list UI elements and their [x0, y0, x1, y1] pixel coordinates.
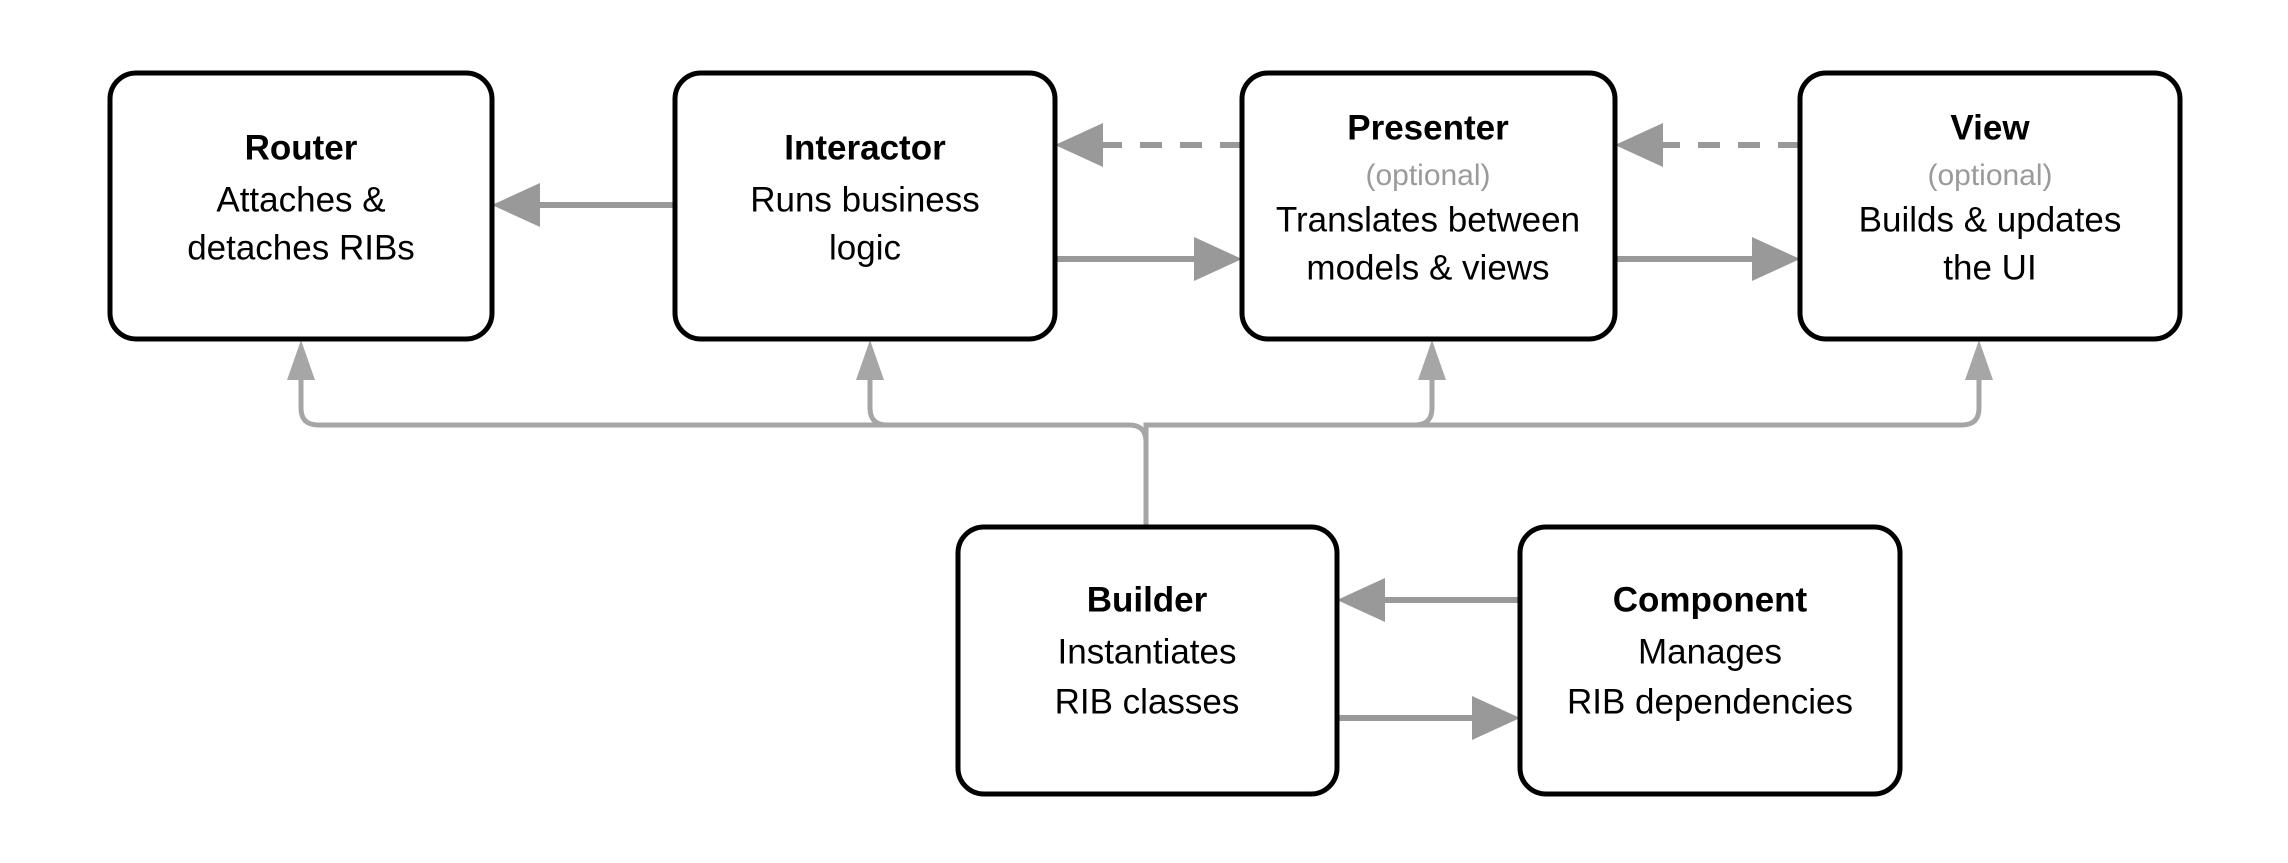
- node-router-desc-line-1: Attaches &: [216, 180, 385, 219]
- arrowhead-right: [1752, 237, 1800, 281]
- node-presenter-title: Presenter: [1347, 108, 1509, 147]
- bus-main-line: [298, 368, 1982, 443]
- edge-view-to-presenter: [1615, 123, 1800, 167]
- arrowhead-left: [1055, 123, 1103, 167]
- node-router[interactable]: Router Attaches & detaches RIBs: [107, 70, 495, 342]
- builder-fan-out-bus: [287, 340, 1993, 527]
- edge-presenter-to-view: [1615, 237, 1800, 281]
- node-component-box[interactable]: [1517, 524, 1903, 797]
- node-component[interactable]: Component Manages RIB dependencies: [1517, 524, 1903, 797]
- node-interactor-desc-line-1: Runs business: [750, 180, 980, 219]
- arrowhead-right: [1194, 237, 1242, 281]
- node-router-title: Router: [245, 128, 358, 167]
- arrowhead-left: [492, 183, 540, 227]
- edge-builder-to-component: [1337, 696, 1520, 740]
- bus-arrowhead-view: [1965, 340, 1993, 380]
- node-builder-box[interactable]: [955, 524, 1340, 797]
- edge-interactor-to-presenter: [1055, 237, 1242, 281]
- bus-branch-interactor: [867, 368, 888, 428]
- node-interactor-box[interactable]: [672, 70, 1058, 342]
- node-router-desc-line-2: detaches RIBs: [187, 228, 415, 267]
- edge-presenter-to-interactor: [1055, 123, 1242, 167]
- node-presenter-optional-label: (optional): [1365, 159, 1490, 192]
- node-builder[interactable]: Builder Instantiates RIB classes: [955, 524, 1340, 797]
- node-component-desc-line-2: RIB dependencies: [1567, 682, 1853, 721]
- node-view-optional-label: (optional): [1927, 159, 2052, 192]
- node-presenter-desc-line-1: Translates between: [1276, 200, 1580, 239]
- node-view-desc-line-1: Builds & updates: [1859, 200, 2122, 239]
- node-builder-title: Builder: [1087, 580, 1208, 619]
- bus-arrowhead-router: [287, 340, 315, 380]
- node-view-desc-line-2: the UI: [1943, 248, 2036, 287]
- node-presenter-box[interactable]: [1239, 70, 1618, 342]
- node-view[interactable]: View (optional) Builds & updates the UI: [1797, 70, 2183, 342]
- arrowhead-left: [1615, 123, 1663, 167]
- arrowhead-right: [1472, 696, 1520, 740]
- node-component-title: Component: [1613, 580, 1808, 619]
- node-interactor-desc-line-2: logic: [829, 228, 901, 267]
- arrowhead-left: [1337, 578, 1385, 622]
- bus-branch-presenter: [1414, 368, 1435, 428]
- node-presenter[interactable]: Presenter (optional) Translates between …: [1239, 70, 1618, 342]
- edge-component-to-builder: [1337, 578, 1520, 622]
- node-builder-desc-line-2: RIB classes: [1055, 682, 1240, 721]
- node-builder-desc-line-1: Instantiates: [1058, 632, 1237, 671]
- node-router-box[interactable]: [107, 70, 495, 342]
- edge-interactor-to-router: [492, 183, 675, 227]
- bus-arrowhead-presenter: [1418, 340, 1446, 380]
- node-view-box[interactable]: [1797, 70, 2183, 342]
- node-interactor[interactable]: Interactor Runs business logic: [672, 70, 1058, 342]
- node-component-desc-line-1: Manages: [1638, 632, 1782, 671]
- node-presenter-desc-line-2: models & views: [1306, 248, 1549, 287]
- node-view-title: View: [1950, 108, 2030, 147]
- node-interactor-title: Interactor: [784, 128, 946, 167]
- bus-arrowhead-interactor: [856, 340, 884, 380]
